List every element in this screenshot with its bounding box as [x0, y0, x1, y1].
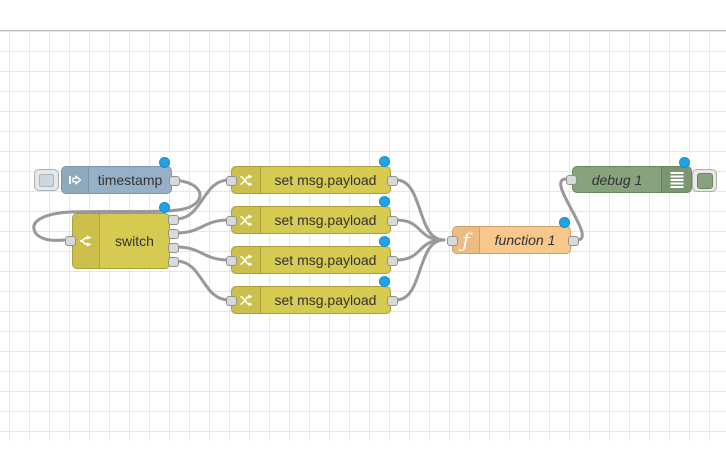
output-port[interactable]: [567, 236, 579, 246]
changed-indicator: [378, 196, 390, 207]
input-port[interactable]: [64, 236, 76, 246]
node-inject-timestamp[interactable]: timestamp: [34, 157, 180, 194]
input-port[interactable]: [225, 176, 237, 186]
output-port[interactable]: [386, 256, 398, 266]
changed-indicator: [158, 202, 170, 213]
node-change-1[interactable]: set msg.payload: [225, 156, 398, 194]
flow-canvas[interactable]: timestamp switch: [0, 30, 726, 441]
output-port[interactable]: [386, 216, 398, 226]
inject-arrow-icon: [62, 167, 89, 193]
output-port[interactable]: [168, 176, 180, 186]
wire-change4-to-function[interactable]: [394, 238, 446, 302]
node-label: debug 1: [591, 171, 643, 188]
node-label: set msg.payload: [274, 212, 377, 228]
node-function[interactable]: ƒ function 1: [446, 217, 579, 254]
node-label: set msg.payload: [274, 292, 377, 308]
changed-indicator: [378, 156, 390, 167]
switch-fork-icon: [73, 214, 100, 268]
node-switch[interactable]: switch: [64, 202, 179, 269]
debug-enable-toggle-inner: [696, 172, 713, 189]
node-label: function 1: [494, 232, 556, 248]
changed-indicator: [678, 157, 690, 168]
wire-switch4-to-change4[interactable]: [174, 259, 231, 302]
function-icon: ƒ: [453, 227, 480, 253]
debug-enable-toggle[interactable]: [692, 169, 717, 192]
debug-list-icon: [661, 167, 691, 192]
input-port[interactable]: [225, 296, 237, 306]
node-label: set msg.payload: [274, 252, 377, 268]
change-swap-icon: [232, 207, 261, 233]
output-port[interactable]: [386, 296, 398, 306]
output-port-4[interactable]: [167, 257, 179, 267]
wire-layer: [32, 177, 584, 302]
changed-indicator: [558, 217, 570, 228]
change-swap-icon: [232, 247, 261, 273]
input-port[interactable]: [565, 175, 577, 185]
changed-indicator: [378, 236, 390, 247]
output-port-1[interactable]: [167, 215, 179, 225]
node-change-2[interactable]: set msg.payload: [225, 196, 398, 234]
wire-switch1-to-change1[interactable]: [174, 178, 231, 221]
wire-switch3-to-change3[interactable]: [174, 245, 231, 262]
node-label: switch: [115, 233, 154, 249]
wire-timestamp-to-switch[interactable]: [32, 178, 202, 242]
input-port[interactable]: [225, 256, 237, 266]
wire-function-to-debug[interactable]: [559, 177, 584, 242]
inject-trigger-button[interactable]: [34, 169, 59, 191]
node-change-3[interactable]: set msg.payload: [225, 236, 398, 274]
input-port[interactable]: [446, 236, 458, 246]
output-port-2[interactable]: [167, 229, 179, 239]
changed-indicator: [159, 157, 170, 168]
change-swap-icon: [232, 287, 261, 313]
input-port[interactable]: [225, 216, 237, 226]
inject-trigger-button-inner: [39, 173, 54, 187]
node-label: set msg.payload: [274, 172, 377, 188]
output-port-3[interactable]: [167, 243, 179, 253]
node-debug[interactable]: debug 1: [565, 157, 717, 193]
output-port[interactable]: [386, 176, 398, 186]
node-change-4[interactable]: set msg.payload: [225, 276, 398, 314]
wire-switch2-to-change2[interactable]: [174, 218, 231, 235]
node-label: timestamp: [97, 172, 163, 188]
change-swap-icon: [232, 167, 261, 193]
changed-indicator: [378, 276, 390, 287]
